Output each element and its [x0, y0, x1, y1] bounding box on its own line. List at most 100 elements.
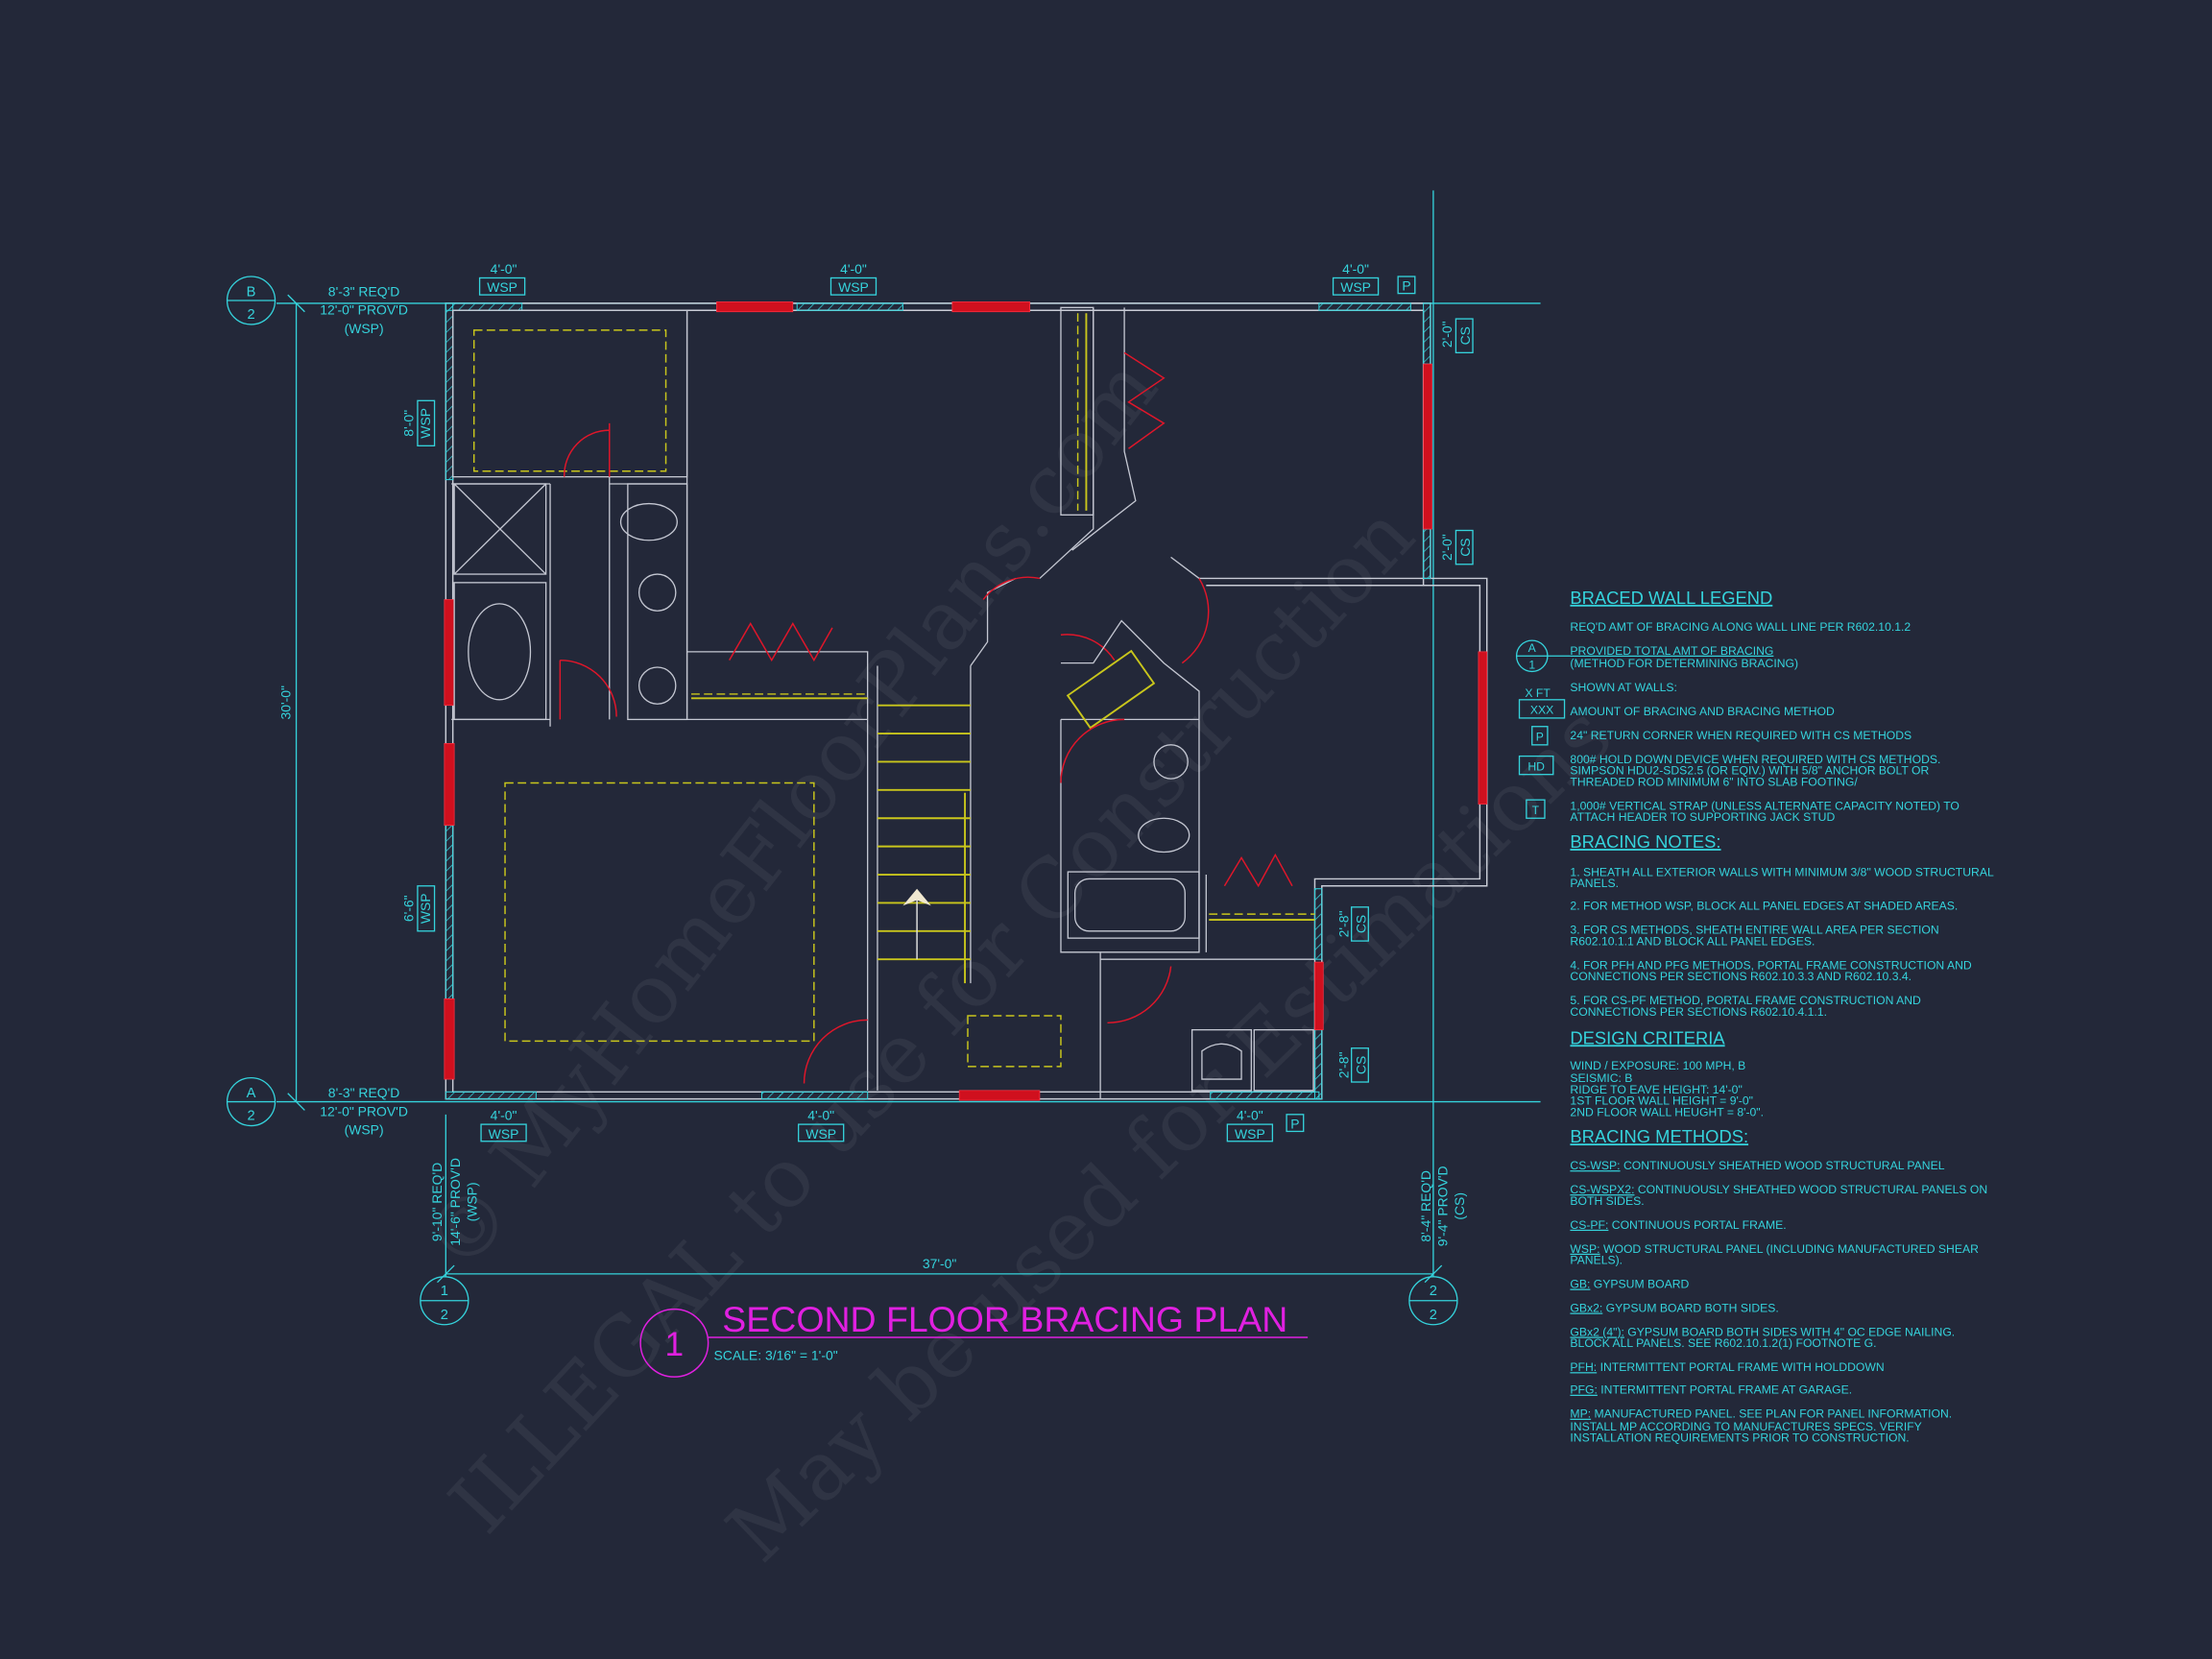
bracing-method: (WSP) [345, 1121, 384, 1137]
note-text: R602.10.1.1 AND BLOCK ALL PANEL EDGES. [1570, 934, 1815, 948]
required-bracing: 8'-4" REQ'D [1418, 1170, 1433, 1242]
note-text: CONNECTIONS PER SECTIONS R602.10.3.3 AND… [1570, 970, 1911, 983]
panel-method: CS [1457, 326, 1473, 345]
method-desc: CONTINUOUSLY SHEATHED WOOD STRUCTURAL PA… [1638, 1183, 1987, 1196]
legend-text: 1,000# VERTICAL STRAP (UNLESS ALTERNATE … [1570, 799, 1959, 812]
panel-length: 2'-8" [1336, 1051, 1352, 1078]
panel-length: 4'-0" [840, 261, 867, 276]
method-code: MP: [1570, 1407, 1591, 1421]
interior-layout [451, 306, 1315, 1099]
method-desc: CONTINUOUSLY SHEATHED WOOD STRUCTURAL PA… [1623, 1159, 1945, 1172]
panel-length: 4'-0" [1342, 261, 1369, 276]
method-code: PFH: [1570, 1360, 1597, 1374]
legend-symbol: X FT [1525, 686, 1551, 700]
marker-sheet: 2 [441, 1308, 448, 1323]
wall-line-marker-1: 1 2 [420, 1276, 469, 1326]
method-desc: GYPSUM BOARD BOTH SIDES WITH 4" OC EDGE … [1627, 1326, 1955, 1339]
bracing-method: (WSP) [465, 1182, 480, 1221]
legend-symbol: HD [1527, 759, 1545, 773]
method-desc: GYPSUM BOARD [1594, 1278, 1690, 1291]
drawing-scale: SCALE: 3/16" = 1'-0" [714, 1347, 838, 1362]
method-desc: INSTALLATION REQUIREMENTS PRIOR TO CONST… [1570, 1431, 1909, 1445]
panel-method: CS [1353, 1056, 1368, 1074]
panel-length: 4'-0" [807, 1108, 834, 1123]
method-desc: INTERMITTENT PORTAL FRAME WITH HOLDDOWN [1600, 1360, 1885, 1374]
panel-method: WSP [838, 279, 869, 295]
svg-text:CS-PF: CONTINUOUS PORTAL FRAME: CS-PF: CONTINUOUS PORTAL FRAME. [1570, 1218, 1786, 1232]
braced-wall-legend: BRACED WALL LEGEND REQ'D AMT OF BRACING … [1515, 588, 1994, 1445]
note-text: 5. FOR CS-PF METHOD, PORTAL FRAME CONSTR… [1570, 994, 1921, 1007]
overall-depth-dimension: 30'-0" [278, 685, 294, 720]
panel-method: WSP [487, 279, 517, 295]
method-code: GBx2 (4"): [1570, 1326, 1623, 1339]
method-desc: INSTALL MP ACCORDING TO MANUFACTURES SPE… [1570, 1420, 1921, 1433]
method-desc: BLOCK ALL PANELS. SEE R602.10.1.2(1) FOO… [1570, 1336, 1876, 1350]
wall-line-2-bracing: 8'-4" REQ'D 9'-4" PROV'D (CS) [1418, 1166, 1467, 1246]
method-code: GB: [1570, 1278, 1590, 1291]
panel-method: WSP [418, 408, 433, 439]
legend-text: PROVIDED TOTAL AMT OF BRACING [1570, 644, 1773, 658]
design-criteria-title: DESIGN CRITERIA [1570, 1027, 1725, 1047]
required-bracing: 8'-3" REQ'D [328, 1085, 400, 1100]
method-desc: MANUFACTURED PANEL. SEE PLAN FOR PANEL I… [1594, 1407, 1952, 1421]
panel-method: CS [1457, 538, 1473, 556]
required-bracing: 9'-10" REQ'D [429, 1163, 445, 1241]
design-criteria-text: 2ND FLOOR WALL HEUGHT = 8'-0". [1570, 1105, 1764, 1118]
svg-text:CS-WSP: CONTINUOUSLY SHEATHED: CS-WSP: CONTINUOUSLY SHEATHED WOOD STRUC… [1570, 1159, 1944, 1172]
notes-title: BRACING NOTES: [1570, 831, 1720, 852]
bottom-panel-labels: 4'-0" WSP 4'-0" WSP 4'-0" WSP P [480, 1108, 1305, 1142]
provided-bracing: 12'-0" PROV'D [320, 302, 408, 318]
wall-line-1-bracing: 9'-10" REQ'D 14'-6" PROV'D (WSP) [429, 1158, 480, 1246]
method-code: CS-PF: [1570, 1218, 1608, 1232]
marker-sheet: 2 [247, 307, 254, 323]
legend-symbol: 1 [1528, 658, 1535, 671]
method-desc: CONTINUOUS PORTAL FRAME. [1612, 1218, 1787, 1232]
note-text: 2. FOR METHOD WSP, BLOCK ALL PANEL EDGES… [1570, 900, 1958, 913]
method-code: PFG: [1570, 1383, 1597, 1397]
stairs [877, 704, 971, 984]
provided-bracing: 14'-6" PROV'D [447, 1158, 463, 1246]
panel-length: 6'-6" [401, 895, 417, 922]
legend-text: 800# HOLD DOWN DEVICE WHEN REQUIRED WITH… [1570, 753, 1940, 766]
wall-line-a-bracing: 8'-3" REQ'D 12'-0" PROV'D (WSP) [320, 1085, 408, 1137]
sheathed-wall-panels [445, 302, 1431, 1100]
drawing-title: 1 SECOND FLOOR BRACING PLAN SCALE: 3/16"… [639, 1299, 1309, 1378]
method-desc: PANELS). [1570, 1254, 1623, 1267]
legend-title: BRACED WALL LEGEND [1570, 588, 1772, 608]
panel-method: WSP [805, 1126, 836, 1142]
note-text: PANELS. [1570, 877, 1619, 890]
panel-method: WSP [418, 893, 433, 924]
method-desc: BOTH SIDES. [1570, 1194, 1644, 1208]
design-criteria-text: WIND / EXPOSURE: 100 MPH, B [1570, 1059, 1745, 1072]
return-corner-tag: P [1290, 1117, 1299, 1132]
legend-text: (METHOD FOR DETERMINING BRACING) [1570, 657, 1798, 670]
up-arrow-icon [902, 888, 931, 906]
panel-method: WSP [1235, 1126, 1265, 1142]
panel-length: 2'-0" [1439, 321, 1455, 348]
panel-length: 8'-0" [401, 410, 417, 437]
bracing-wall-openings [444, 301, 1488, 1101]
legend-text: SIMPSON HDU2-SDS2.5 (OR EQIV.) WITH 5/8"… [1570, 764, 1929, 778]
design-criteria-text: SEISMIC: B [1570, 1071, 1632, 1085]
bracing-method: (WSP) [345, 321, 384, 336]
panel-length: 2'-8" [1336, 911, 1352, 938]
legend-symbol: P [1536, 730, 1544, 743]
svg-text:PFH: INTERMITTENT PORTAL FRAME: PFH: INTERMITTENT PORTAL FRAME WITH HOLD… [1570, 1360, 1884, 1374]
svg-text:CS-WSPX2: CONTINUOUSLY SHEATHE: CS-WSPX2: CONTINUOUSLY SHEATHED WOOD STR… [1570, 1183, 1987, 1196]
marker-letter: A [247, 1086, 256, 1101]
drawing-number: 1 [665, 1326, 685, 1363]
legend-text: SHOWN AT WALLS: [1570, 681, 1677, 694]
panel-method: CS [1353, 915, 1368, 933]
marker-letter: 1 [441, 1284, 448, 1299]
design-criteria-text: RIDGE TO EAVE HEIGHT: 14'-0" [1570, 1083, 1742, 1096]
panel-length: 2'-0" [1439, 534, 1455, 561]
svg-text:MP: MANUFACTURED PANEL. SEE PL: MP: MANUFACTURED PANEL. SEE PLAN FOR PAN… [1570, 1407, 1952, 1421]
return-corner-tag: P [1402, 278, 1410, 294]
panel-method: WSP [489, 1126, 519, 1142]
wall-line-marker-2: 2 2 [1408, 1276, 1458, 1326]
provided-bracing: 12'-0" PROV'D [320, 1103, 408, 1118]
method-desc: INTERMITTENT PORTAL FRAME AT GARAGE. [1600, 1383, 1852, 1397]
method-code: WSP: [1570, 1242, 1599, 1256]
marker-sheet: 2 [1430, 1308, 1437, 1323]
